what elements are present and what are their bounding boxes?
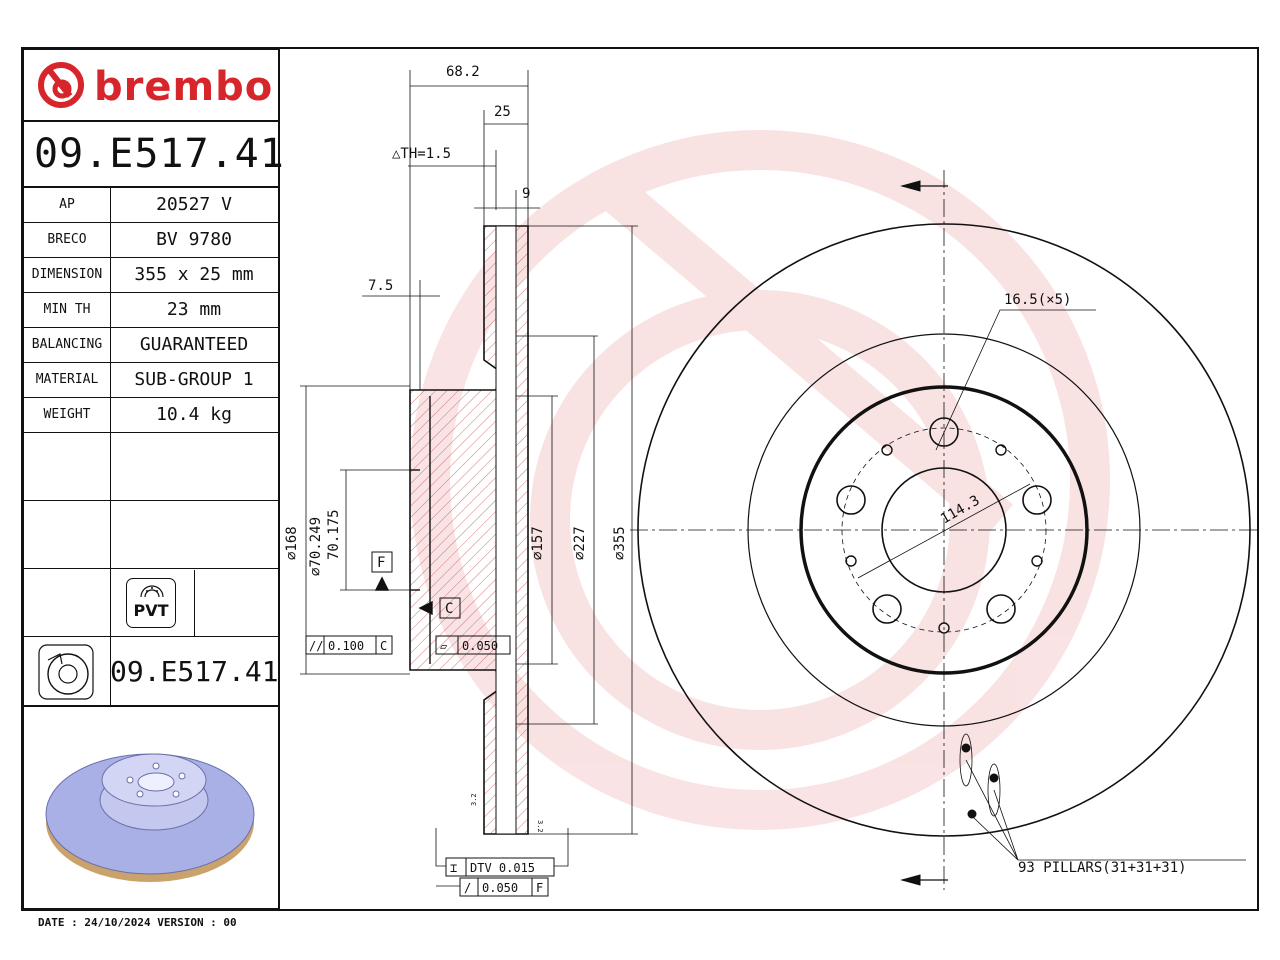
brake-disc-icon [38,644,94,700]
spec-row-min-th: MIN TH 23 mm [24,293,278,328]
tol-dtv: DTV 0.015 [470,861,535,875]
datum-f: F [377,555,385,571]
spec-value: 20527 V [156,194,232,215]
dtv-symbol: ⌶ [450,861,457,875]
pvt-row [24,569,278,637]
hole-label: 16.5(×5) [1004,292,1071,308]
spec-row-material: MATERIAL SUB-GROUP 1 [24,363,278,398]
spec-value: SUB-GROUP 1 [134,369,254,390]
runout-symbol: / [464,881,471,895]
spec-label: DIMENSION [24,258,111,292]
pillars-label: 93 PILLARS(31+31+31) [1018,860,1187,876]
brembo-logo-icon [38,62,84,108]
spec-value: 10.4 kg [156,404,232,425]
dim-157: ⌀157 [530,526,546,560]
dim-355: ⌀355 [612,526,628,560]
spec-label: WEIGHT [24,398,111,432]
roughness-left: 3.2 [470,793,478,806]
dim-70-upper: ⌀70.249 [308,517,324,576]
section-view [300,70,638,897]
tol-parallel-ref: C [380,639,387,653]
dim-70-lower: 70.175 [326,509,342,560]
tol-flatness: 0.050 [462,639,498,653]
dim-9: 9 [522,186,530,202]
spec-row-breco: BRECO BV 9780 [24,223,278,258]
spec-row-balancing: BALANCING GUARANTEED [24,328,278,363]
title-block: brembo 09.E517.41 AP 20527 V BRECO BV 97… [22,48,284,910]
roughness-right: 3.2 [536,820,544,833]
spec-label: BALANCING [24,328,111,362]
spec-label: AP [24,188,111,222]
tol-runout-ref: F [536,881,543,895]
spec-value: 355 x 25 mm [134,264,254,285]
flatness-symbol: ▱ [440,639,448,653]
part-number-secondary: 09.E517.41 [110,655,279,688]
dim-68-2: 68.2 [446,64,480,80]
front-view [630,170,1260,890]
spec-label: MIN TH [24,293,111,327]
parallel-symbol: // [309,639,323,653]
spec-value: GUARANTEED [139,334,249,355]
dim-227: ⌀227 [572,526,588,560]
spec-row-dimension: DIMENSION 355 x 25 mm [24,258,278,293]
blank-row [24,501,278,569]
pvt-label: PVT [133,601,169,620]
tol-parallel: 0.100 [328,639,364,653]
spec-row-weight: WEIGHT 10.4 kg [24,398,278,433]
tol-runout: 0.050 [482,881,518,895]
spec-row-ap: AP 20527 V [24,188,278,223]
brand-name: brembo [94,64,274,110]
datum-c: C [445,601,453,617]
spec-value: 23 mm [166,299,222,320]
pillar-venting-icon [140,585,164,598]
dim-25: 25 [494,104,511,120]
spec-label: BRECO [24,223,111,257]
dim-168: ⌀168 [284,526,300,560]
blank-row [24,433,278,501]
part-ref-row [24,637,278,707]
part-number: 09.E517.41 [24,120,284,188]
footer-date: DATE : 24/10/2024 VERSION : 00 [38,916,237,929]
dim-7-5: 7.5 [368,278,393,294]
brand-logo: brembo [24,50,278,122]
dim-th: △TH=1.5 [392,146,451,162]
spec-label: MATERIAL [24,363,111,397]
pvt-badge: PVT [126,578,176,628]
spec-value: BV 9780 [156,229,232,250]
brembo-watermark [410,130,1110,830]
disc-render [45,753,255,882]
